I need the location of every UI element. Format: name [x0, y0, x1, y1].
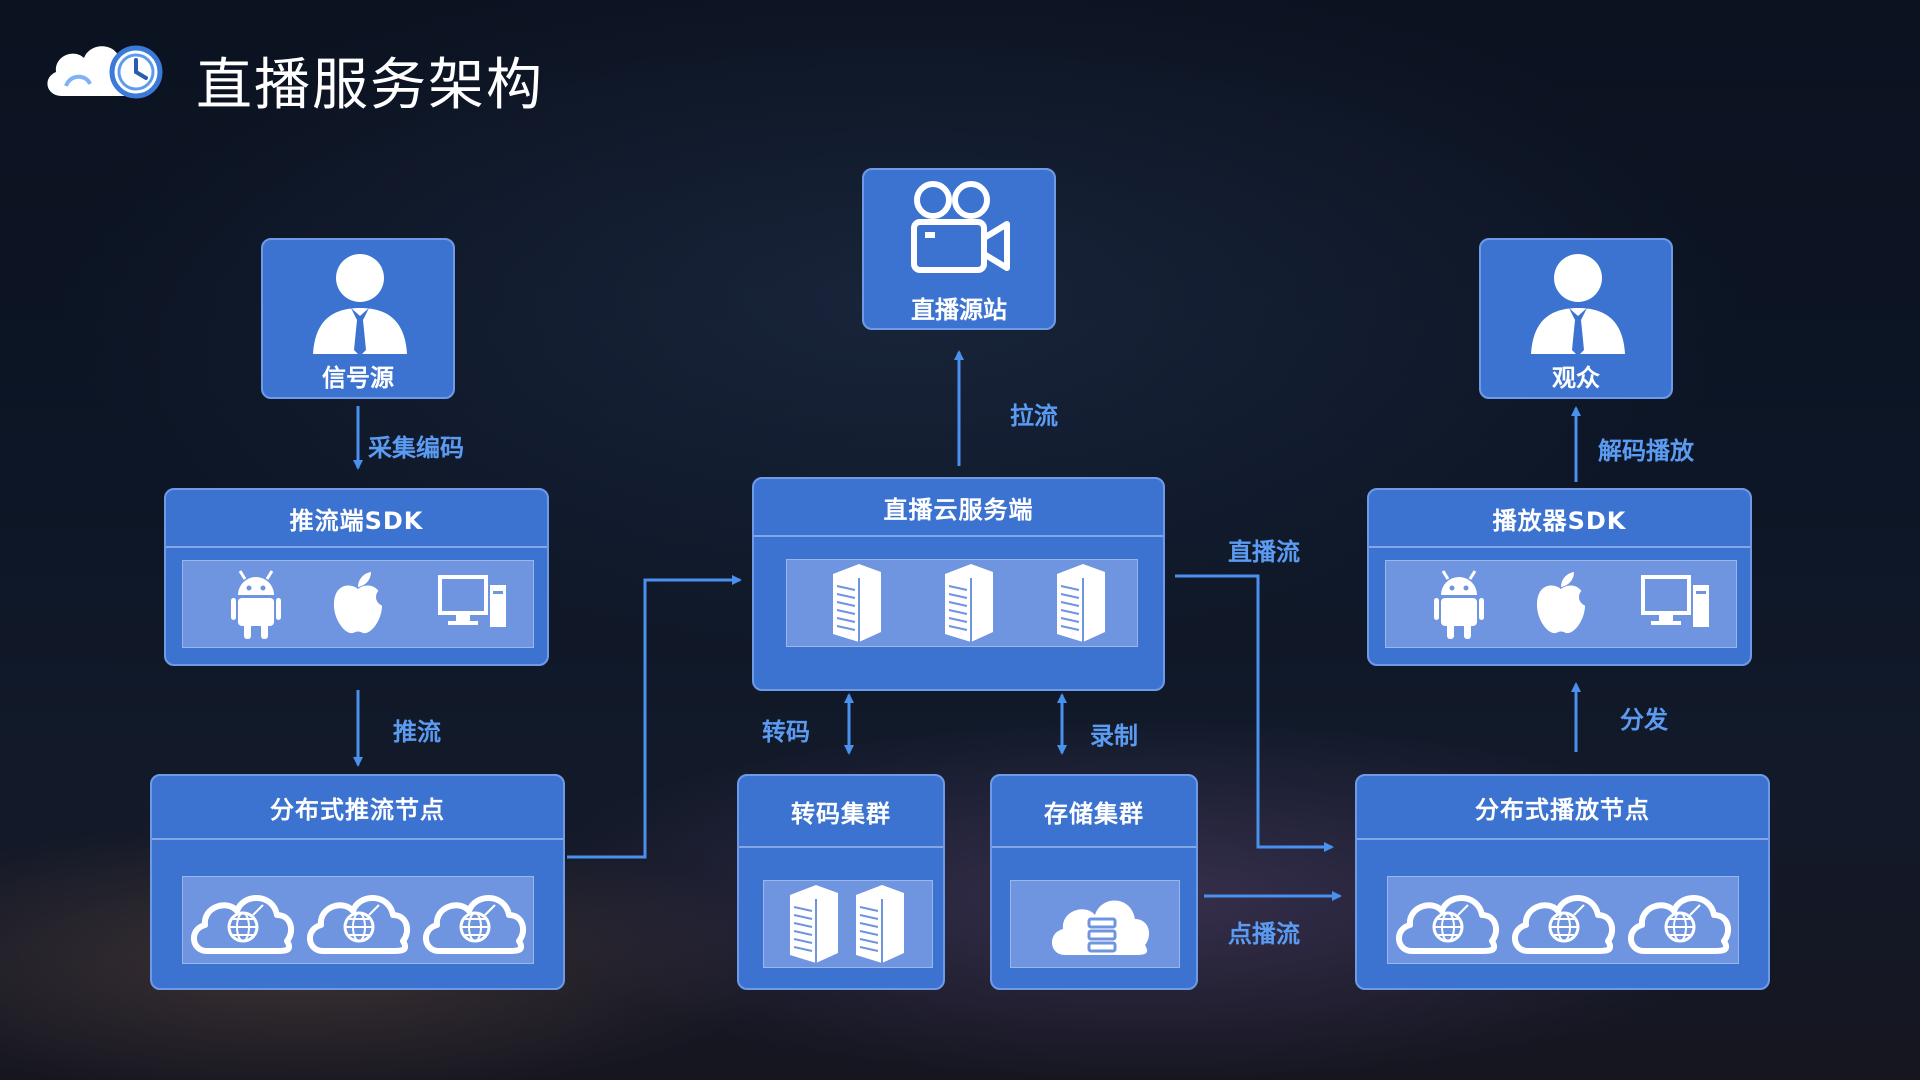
label-decode-play: 解码播放: [1598, 437, 1694, 465]
label-distribute: 分发: [1620, 706, 1668, 734]
player-sdk-title: 播放器SDK: [1369, 490, 1750, 548]
transcode-cluster-box: 转码集群: [737, 774, 945, 990]
cloud-globe-icon: [1512, 895, 1616, 954]
cloud-database-icon: [1051, 900, 1150, 955]
node-panel: [182, 876, 534, 964]
node-panel: [1387, 876, 1739, 964]
cloud-server-title: 直播云服务端: [754, 479, 1163, 537]
platform-panel: [1385, 560, 1737, 648]
server-panel: [786, 559, 1138, 647]
arrow-live-stream: [1175, 574, 1334, 852]
push-sdk-box: 推流端SDK: [164, 488, 549, 666]
server-icon: [833, 564, 881, 642]
cloud-globe-icon: [1628, 895, 1732, 954]
label-capture-encode: 采集编码: [368, 434, 464, 462]
label-record: 录制: [1090, 722, 1138, 750]
cloud-clock-icon: [47, 45, 163, 99]
page-title: 直播服务架构: [196, 53, 544, 118]
play-nodes-title: 分布式播放节点: [1357, 776, 1768, 840]
person-icon: [1531, 254, 1625, 356]
server-icon: [1057, 564, 1105, 642]
android-icon: [1434, 570, 1484, 639]
label-push: 推流: [393, 718, 441, 746]
arrow-push-to-cloud: [567, 575, 742, 859]
storage-cluster-title: 存储集群: [992, 776, 1196, 848]
cloud-server-box: 直播云服务端: [752, 477, 1165, 691]
live-origin-card: 直播源站: [862, 168, 1056, 330]
play-nodes-box: 分布式播放节点: [1355, 774, 1770, 990]
server-icon: [790, 885, 838, 963]
storage-panel: [1010, 880, 1180, 968]
platform-panel: [182, 560, 534, 648]
label-live-stream: 直播流: [1228, 538, 1300, 566]
camera-icon: [911, 181, 1010, 273]
desktop-icon: [1641, 575, 1709, 627]
transcode-cluster-title: 转码集群: [739, 776, 943, 848]
apple-icon: [1536, 572, 1597, 634]
cloud-globe-icon: [423, 895, 527, 954]
signal-source-card: 信号源: [261, 238, 455, 399]
apple-icon: [333, 572, 394, 634]
android-icon: [231, 570, 281, 639]
storage-cluster-box: 存储集群: [990, 774, 1198, 990]
logo: [40, 34, 170, 104]
push-nodes-box: 分布式推流节点: [150, 774, 565, 990]
signal-source-label: 信号源: [322, 364, 394, 392]
person-icon: [313, 254, 407, 356]
label-vod: 点播流: [1228, 920, 1300, 948]
cloud-globe-icon: [1396, 895, 1500, 954]
live-origin-label: 直播源站: [911, 296, 1007, 324]
server-icon: [856, 885, 904, 963]
player-sdk-box: 播放器SDK: [1367, 488, 1752, 666]
cloud-globe-icon: [307, 895, 411, 954]
label-pull: 拉流: [1010, 402, 1058, 430]
audience-label: 观众: [1552, 364, 1600, 392]
cloud-globe-icon: [191, 895, 295, 954]
server-panel: [763, 880, 933, 968]
audience-card: 观众: [1479, 238, 1673, 399]
label-transcode: 转码: [762, 718, 810, 746]
push-nodes-title: 分布式推流节点: [152, 776, 563, 840]
desktop-icon: [438, 575, 506, 627]
server-icon: [945, 564, 993, 642]
push-sdk-title: 推流端SDK: [166, 490, 547, 548]
